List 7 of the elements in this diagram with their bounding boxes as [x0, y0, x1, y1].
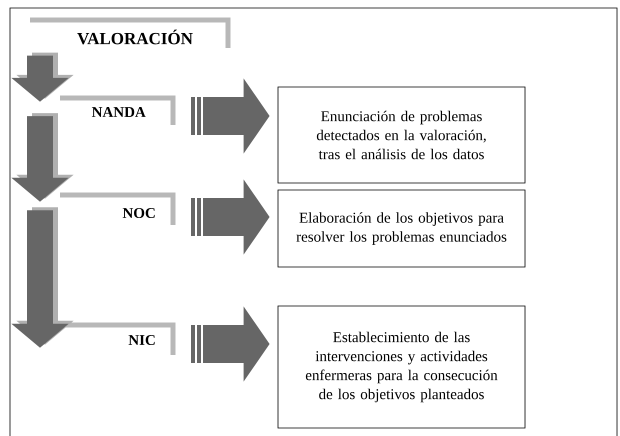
- text-box: Elaboración de los objetivos para resolver los problemas enunciados: [278, 190, 526, 268]
- step-label: NOC: [60, 192, 176, 225]
- text-box: Establecimiento de las intervenciones y actividades enfermeras para la consecución de los objetivos planteados: [278, 306, 526, 428]
- text-box: Enunciación de problemas detectados en la valoración, tras el análisis de los datos: [278, 86, 526, 184]
- step-label: NANDA: [60, 96, 176, 125]
- step-label: NIC: [60, 322, 176, 355]
- step-label: VALORACIÓN: [30, 18, 230, 48]
